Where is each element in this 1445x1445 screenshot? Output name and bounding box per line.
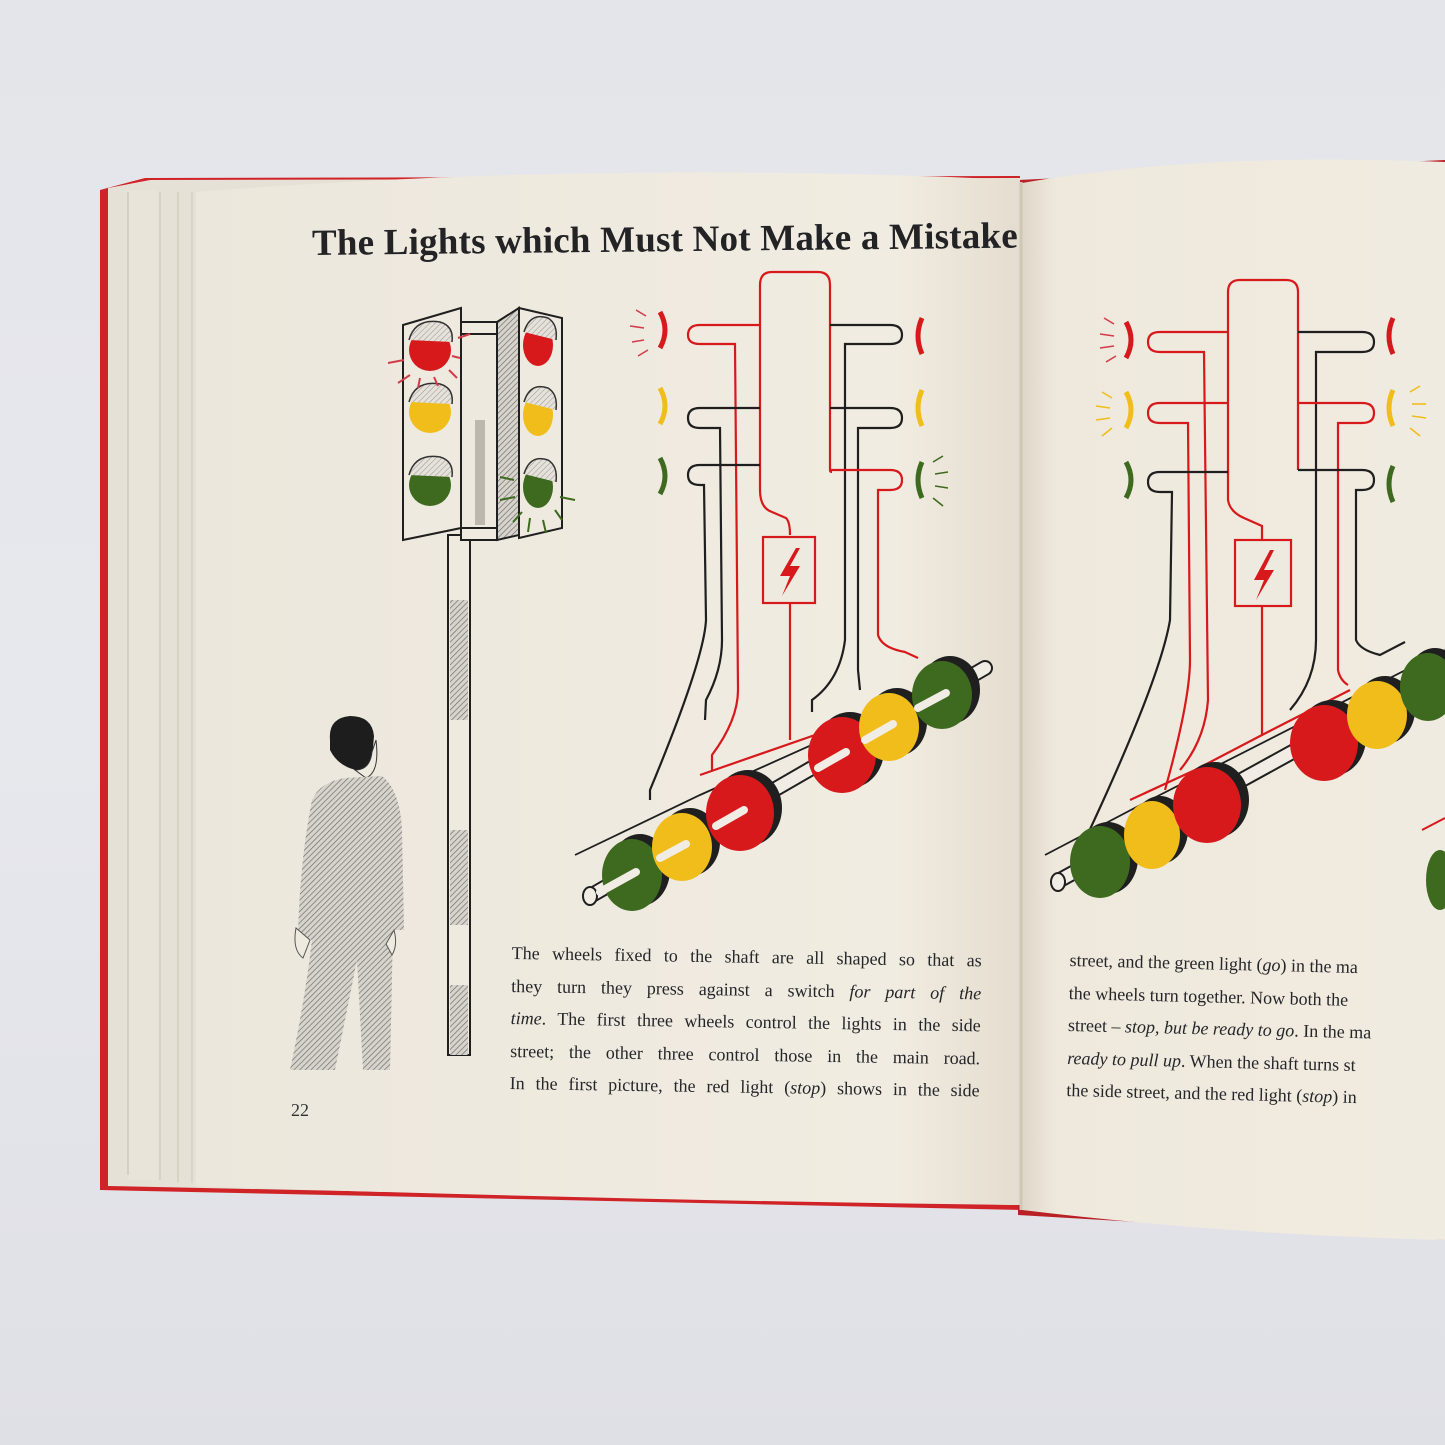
text-run: street, and the green light ( — [1069, 949, 1263, 975]
right-page-paragraph: street, and the green light (go) in the … — [1066, 944, 1373, 1114]
page-title: The Lights which Must Not Make a Mistake — [311, 215, 1019, 264]
text-run: In the first picture, the red light ( — [509, 1072, 791, 1098]
text-run: . When the shaft turns st — [1180, 1050, 1356, 1075]
text-run: ) in — [1332, 1086, 1358, 1108]
text-run-italic: ready to pull up — [1066, 1047, 1182, 1071]
text-run: they turn they press against a switch — [511, 975, 850, 1001]
text-run-italic: for part of the — [849, 980, 982, 1003]
text-run: street – — [1067, 1014, 1126, 1037]
text-run: . In the ma — [1294, 1020, 1372, 1043]
text-run: The wheels fixed to the shaft are all sh… — [511, 942, 982, 971]
page-number: 22 — [291, 1100, 309, 1120]
pedestrian-figure — [290, 716, 404, 1070]
text-run-italic: time — [510, 1007, 542, 1029]
text-run-italic: go — [1262, 954, 1281, 976]
traffic-light-lamps — [387, 315, 576, 534]
text-run: ) in the ma — [1280, 955, 1359, 978]
left-page-paragraph: The wheels fixed to the shaft are all sh… — [509, 937, 982, 1107]
right-page — [1022, 159, 1445, 1240]
text-run: . The first three wheels control the lig… — [541, 1008, 981, 1036]
text-run-italic: stop — [1302, 1085, 1333, 1107]
shaft-wheels-2 — [1050, 648, 1445, 910]
text-run-italic: stop, but be ready to go — [1124, 1016, 1295, 1041]
text-run: the side street, and the red light ( — [1066, 1079, 1303, 1106]
text-run: ) shows in the side — [820, 1077, 980, 1101]
text-run: street; the other three control those in… — [510, 1040, 981, 1068]
text-run-italic: stop — [790, 1077, 821, 1098]
circuit-diagram-2 — [1044, 278, 1445, 856]
text-run: the wheels turn together. Now both the — [1068, 982, 1349, 1010]
shaft-wheels-1 — [582, 656, 993, 911]
